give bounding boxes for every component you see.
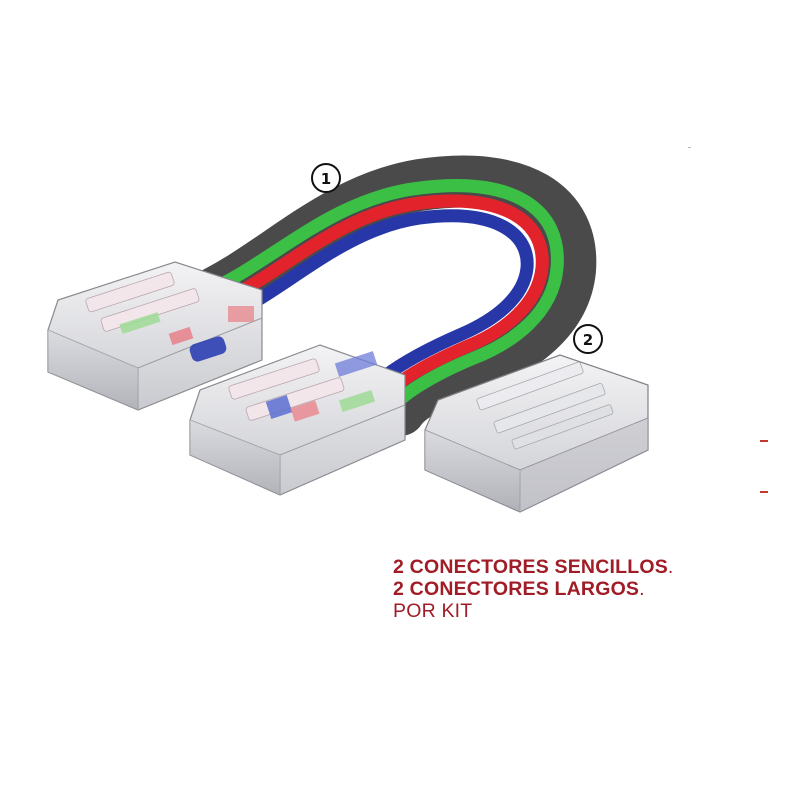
caption-line-simple-connectors: 2 CONECTORES SENCILLOS. — [393, 556, 674, 578]
caption-line-per-kit: POR KIT — [393, 600, 473, 622]
badge-one-label: 1 — [321, 170, 331, 188]
kit-caption: 2 CONECTORES SENCILLOS. 2 CONECTORES LAR… — [393, 556, 674, 622]
standalone-connector — [424, 354, 649, 513]
caption-line2-text: 2 CONECTORES LARGOS — [393, 578, 640, 600]
caption-line2-dot: . — [639, 578, 645, 600]
cable-connector-right — [189, 344, 406, 496]
rgb-ribbon-cable — [174, 155, 597, 436]
red-dash-mark — [760, 491, 768, 493]
wire-red — [210, 194, 549, 397]
grey-tick-mark — [688, 147, 691, 148]
wire-green — [202, 179, 564, 408]
caption-line1-dot: . — [667, 556, 674, 578]
badge-one: 1 — [311, 163, 341, 193]
badge-two-label: 2 — [583, 331, 593, 349]
badge-two: 2 — [573, 324, 603, 354]
caption-line-long-connectors: 2 CONECTORES LARGOS. — [393, 578, 674, 600]
circled-number-icon — [311, 163, 341, 193]
wire-blue — [219, 209, 534, 386]
cable-connector-left — [47, 261, 263, 411]
red-dash-mark — [760, 440, 768, 442]
circled-number-icon — [573, 324, 603, 354]
caption-line1-text: 2 CONECTORES SENCILLOS — [393, 556, 668, 578]
